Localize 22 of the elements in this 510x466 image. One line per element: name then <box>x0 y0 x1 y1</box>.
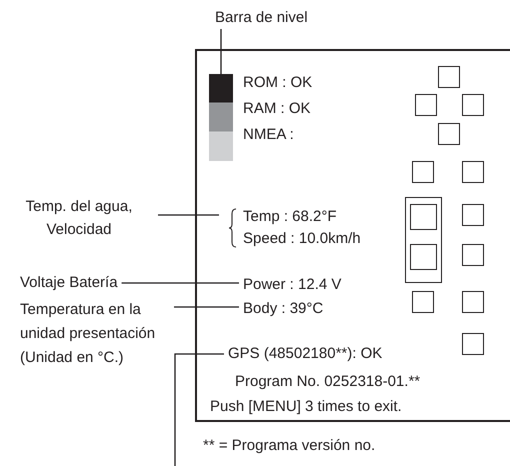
leader-line <box>122 282 239 284</box>
callout-label: Temp. del agua, Velocidad <box>4 195 154 241</box>
display-screen <box>195 49 510 422</box>
screen-text: ROM : OK <box>243 74 312 92</box>
leader-line <box>174 306 239 308</box>
footnote-text: ** = Programa versión no. <box>203 437 376 455</box>
screen-text: Program No. 0252318-01.** <box>235 373 420 391</box>
callout-label: Barra de nivel <box>215 9 308 27</box>
leader-line <box>220 29 222 74</box>
callout-label: Temperatura en la unidad presentación (Unidad en °C.) <box>20 298 170 370</box>
reading-text: Body : 39°C <box>243 300 324 318</box>
level-bar <box>209 74 233 161</box>
leader-line <box>174 353 224 466</box>
screen-text: Push [MENU] 3 times to exit. <box>210 398 402 416</box>
leader-line <box>158 214 219 216</box>
reading-text: GPS (48502180**): OK <box>228 345 382 363</box>
screen-text: RAM : OK <box>243 100 311 118</box>
screen-text: NMEA : <box>243 126 294 144</box>
callout-label: Voltaje Batería <box>20 274 118 292</box>
reading-text: Temp : 68.2°F <box>243 207 338 227</box>
reading-text: Speed : 10.0km/h <box>243 229 361 249</box>
reading-text: Power : 12.4 V <box>243 276 342 294</box>
